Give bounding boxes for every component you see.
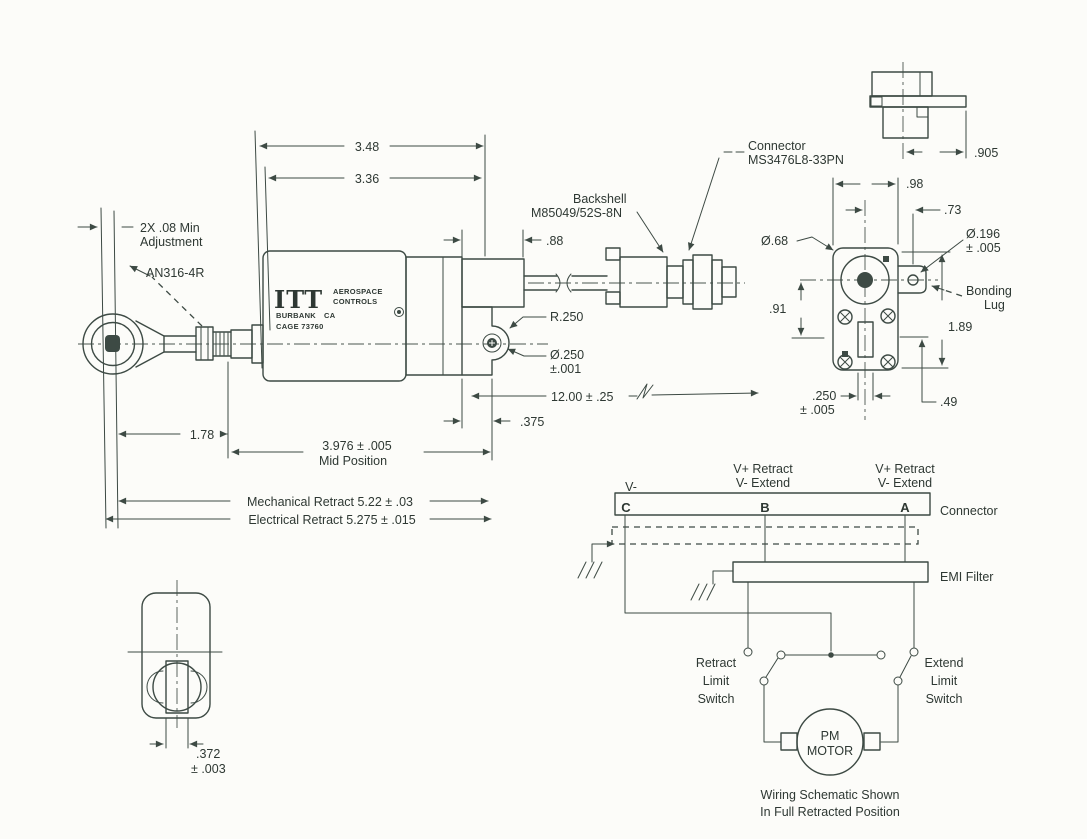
extend-switch-label-2: Limit <box>931 674 958 688</box>
dim-91: .91 <box>769 302 786 316</box>
pin-a-supply: V+ Retract <box>875 462 935 476</box>
dim-905: .905 <box>974 146 998 160</box>
extend-switch-label-3: Switch <box>926 692 963 706</box>
itt-logo: ITT <box>274 285 323 314</box>
nameplate-controls: CONTROLS <box>333 297 377 306</box>
dia-196-tol: ± .005 <box>966 241 1001 255</box>
dia-68: Ø.68 <box>761 234 788 248</box>
nameplate-city: BURBANK <box>276 311 316 320</box>
side-view-actuator: ITT AEROSPACE CONTROLS BURBANK CA CAGE 7… <box>77 130 844 529</box>
dim-372: .372 <box>196 747 220 761</box>
wire-junction-dot <box>828 652 834 658</box>
end-view: .98 .73 Ø.68 Ø.196 ± .005 Bonding Lug .9… <box>761 177 1012 420</box>
jam-nut-label: AN316-4R <box>146 266 204 280</box>
retract-limit-switch <box>743 581 786 743</box>
retract-switch-label: Retract <box>696 656 737 670</box>
rod-end-view: .372 ± .003 <box>127 580 226 776</box>
pin-a-supply-2: V- Extend <box>878 476 932 490</box>
motor-label: PM <box>821 729 840 743</box>
schematic-caption: Wiring Schematic Shown <box>761 788 900 802</box>
pin-c: C <box>621 500 631 515</box>
end-view-dimensions: .98 .73 Ø.68 Ø.196 ± .005 Bonding Lug .9… <box>761 177 1012 417</box>
dim-88: .88 <box>546 234 563 248</box>
emi-filter-box <box>732 561 929 583</box>
top-view-connector-end: .905 <box>869 62 998 160</box>
adjustment-note: 2X .08 Min <box>140 221 200 235</box>
pin-b-supply-2: V- Extend <box>736 476 790 490</box>
dim-12: 12.00 ± .25 <box>551 390 614 404</box>
backshell-partnum: M85049/52S-8N <box>531 206 622 220</box>
connector-label: Connector <box>748 139 806 153</box>
bonding-lug-label: Bonding <box>966 284 1012 298</box>
dim-250: .250 <box>812 389 836 403</box>
motor-label-2: MOTOR <box>807 744 853 758</box>
schematic-caption-2: In Full Retracted Position <box>760 805 900 819</box>
schematic-connector-label: Connector <box>940 504 998 518</box>
bonding-lug-label-2: Lug <box>984 298 1005 312</box>
radius-label: R.250 <box>550 310 583 324</box>
dim-3-36: 3.36 <box>355 172 379 186</box>
nameplate-state: CA <box>324 311 336 320</box>
rod-shaft <box>163 324 264 364</box>
adjustment-note-2: Adjustment <box>140 235 203 249</box>
pin-c-supply: V- <box>625 480 637 494</box>
dim-mech-retract: Mechanical Retract 5.22 ± .03 <box>247 495 413 509</box>
dia-250-tol: ±.001 <box>550 362 581 376</box>
dim-372-tol: ± .003 <box>191 762 226 776</box>
pin-b-supply: V+ Retract <box>733 462 793 476</box>
pm-motor: PM MOTOR <box>780 708 881 776</box>
shield-ground <box>577 540 615 579</box>
nameplate-aerospace: AEROSPACE <box>333 287 383 296</box>
schematic-connector-bar <box>614 492 931 516</box>
wiring-schematic: V- V+ Retract V- Extend V+ Retract V- Ex… <box>577 462 998 819</box>
mounting-screws <box>837 308 896 370</box>
actuator-housing <box>262 250 463 382</box>
wire-pin-c <box>624 514 832 652</box>
pin-a: A <box>900 500 910 515</box>
retract-switch-label-2: Limit <box>703 674 730 688</box>
dim-250-tol: ± .005 <box>800 403 835 417</box>
extend-limit-switch <box>876 581 919 743</box>
connector-assembly <box>461 247 745 310</box>
nameplate: ITT AEROSPACE CONTROLS BURBANK CA CAGE 7… <box>274 285 383 331</box>
side-view-dimensions: 2X .08 Min Adjustment AN316-4R 3.48 3.36… <box>77 130 844 529</box>
dim-3-48: 3.48 <box>355 140 379 154</box>
dia-250-label: Ø.250 <box>550 348 584 362</box>
dim-189: 1.89 <box>948 320 972 334</box>
dim-mid-2: Mid Position <box>319 454 387 468</box>
dim-49: .49 <box>940 395 957 409</box>
dim-mid: 3.976 ± .005 <box>322 439 391 453</box>
dim-98: .98 <box>906 177 923 191</box>
dim-73: .73 <box>944 203 961 217</box>
backshell-label: Backshell <box>573 192 627 206</box>
retract-switch-label-3: Switch <box>698 692 735 706</box>
rod-end-eye <box>82 313 165 375</box>
emi-ground <box>690 570 734 601</box>
dim-375: .375 <box>520 415 544 429</box>
extend-switch-label: Extend <box>925 656 964 670</box>
emi-filter-label: EMI Filter <box>940 570 993 584</box>
dim-178: 1.78 <box>190 428 214 442</box>
dim-elec-retract: Electrical Retract 5.275 ± .015 <box>248 513 415 527</box>
nameplate-cage: CAGE 73760 <box>276 322 324 331</box>
dia-196: Ø.196 <box>966 227 1000 241</box>
mount-tang <box>461 306 510 376</box>
pin-b: B <box>760 500 769 515</box>
connector-partnum: MS3476L8-33PN <box>748 153 844 167</box>
